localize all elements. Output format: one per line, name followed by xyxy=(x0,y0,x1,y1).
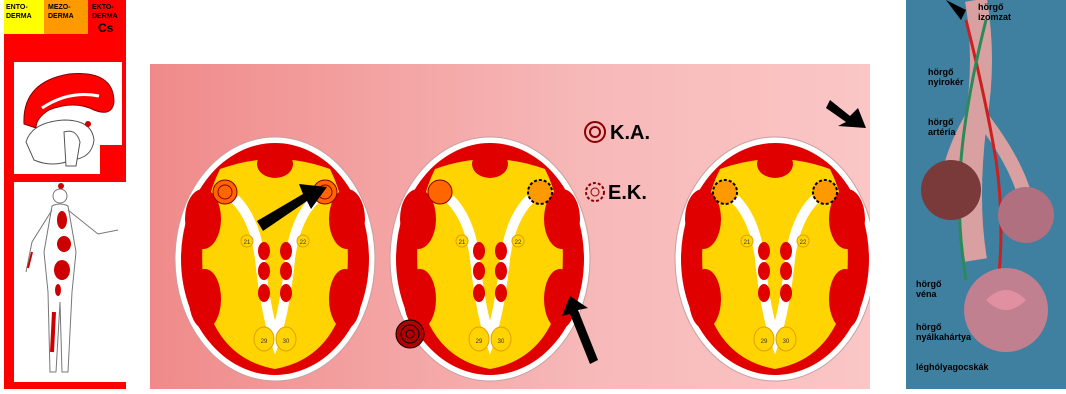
ento-derma-box: ENTO- DERMA xyxy=(4,0,44,34)
spiked-ring-icon xyxy=(528,180,552,204)
bronchus-illustration: hörgő izomzat hörgő nyirokér hörgő artér… xyxy=(906,0,1066,389)
germ-layer-panel: ENTO- DERMA MEZO- DERMA EKTO- DERMA Cs xyxy=(4,0,126,389)
ekto-derma-label-1: EKTO- xyxy=(92,4,114,11)
section-2 xyxy=(390,137,590,381)
label-nyalka-2: nyálkahártya xyxy=(916,332,972,342)
cell-number-label: 22 xyxy=(800,240,807,246)
red-side-tab xyxy=(100,145,126,181)
label-arteria-1: hörgő xyxy=(928,117,954,127)
label-leghólyag: léghólyagocskák xyxy=(916,362,990,372)
legend-label-ek: E.K. xyxy=(608,182,647,204)
ento-derma-label-1: ENTO- xyxy=(6,4,28,11)
concentric-rings-icon xyxy=(428,180,452,204)
concentric-rings-icon xyxy=(213,180,237,204)
cell-number-label: 21 xyxy=(744,240,751,246)
label-vena-2: véna xyxy=(916,289,938,299)
label-arteria-2: artéria xyxy=(928,127,957,137)
cell-number-label: 22 xyxy=(515,240,522,246)
section-3 xyxy=(675,137,870,381)
concentric-rings-icon xyxy=(396,320,424,348)
label-nyalka-1: hörgő xyxy=(916,322,942,332)
spiked-ring-icon xyxy=(813,180,837,204)
cell-number-label: 29 xyxy=(261,339,268,345)
cell-number-label: 22 xyxy=(300,240,307,246)
cell-number-label: 29 xyxy=(761,339,768,345)
cell-number-label: 30 xyxy=(498,339,505,345)
cell-number-label: 21 xyxy=(244,240,251,246)
cell-number-label: 21 xyxy=(459,240,466,246)
cs-marker: Cs xyxy=(98,22,113,34)
mezo-derma-label-1: MEZO- xyxy=(48,4,71,11)
legend-label-ka: K.A. xyxy=(610,122,650,144)
spiked-ring-icon xyxy=(713,180,737,204)
human-figure-illustration xyxy=(14,182,126,382)
mezo-derma-box: MEZO- DERMA xyxy=(44,0,88,34)
label-vena-1: hörgő xyxy=(916,279,942,289)
label-nyirok-2: nyirokér xyxy=(928,77,964,87)
label-izomzat-2: izomzat xyxy=(978,12,1011,22)
label-izomzat-1: hörgő xyxy=(978,2,1004,12)
cell-number-label: 30 xyxy=(783,339,790,345)
label-nyirok-1: hörgő xyxy=(928,67,954,77)
ekto-derma-label-2: DERMA xyxy=(92,13,118,20)
mezo-derma-label-2: DERMA xyxy=(48,13,74,20)
ento-derma-label-2: DERMA xyxy=(6,13,32,20)
section-1 xyxy=(175,137,375,381)
cell-number-label: 30 xyxy=(283,339,290,345)
brain-section-diagram: K.A. E.K. 21 22 29 30 21 22 29 30 21 22 29 30 xyxy=(150,64,870,389)
cell-number-label: 29 xyxy=(476,339,483,345)
